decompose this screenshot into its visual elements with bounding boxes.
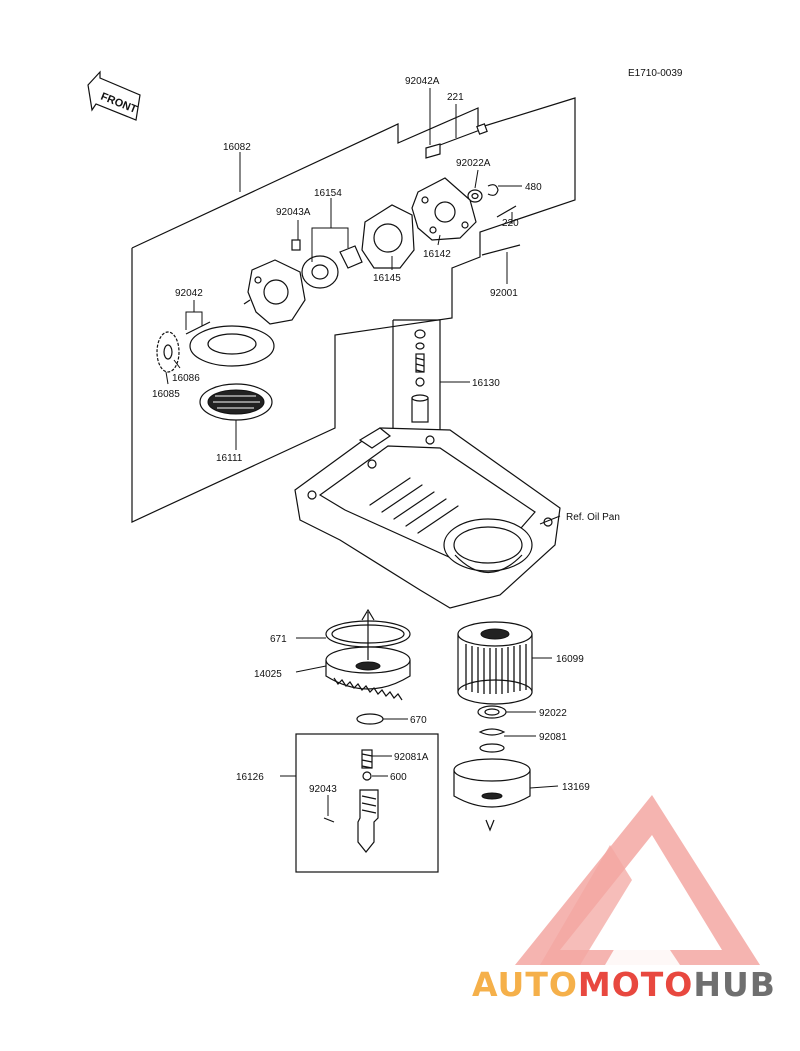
part-label-16086: 16086 xyxy=(172,373,200,384)
part-label-92042A: 92042A xyxy=(405,76,440,87)
leader-lines xyxy=(165,88,561,816)
part-label-92081: 92081 xyxy=(539,732,567,743)
part-label-92022A: 92022A xyxy=(456,158,491,169)
part-labels: 92042A 221 16082 92022A 480 16154 92043A… xyxy=(152,76,620,795)
oil-pump-parts xyxy=(156,123,521,421)
watermark-text-moto: MOTO xyxy=(578,965,693,1004)
watermark-text-hub: HUB xyxy=(693,965,776,1004)
part-label-16099: 16099 xyxy=(556,654,584,665)
part-label-92042: 92042 xyxy=(175,288,203,299)
part-label-16082: 16082 xyxy=(223,142,251,153)
oil-pan xyxy=(294,427,561,609)
filter-parts xyxy=(325,608,533,832)
part-label-16142: 16142 xyxy=(423,249,451,260)
bypass-valve-group xyxy=(295,733,439,873)
part-label-92081A: 92081A xyxy=(394,752,429,763)
part-label-92043A: 92043A xyxy=(276,207,311,218)
part-label-92001: 92001 xyxy=(490,288,518,299)
part-label-600: 600 xyxy=(390,772,407,783)
diagram-code: E1710-0039 xyxy=(628,68,683,79)
part-label-92043: 92043 xyxy=(309,784,337,795)
part-label-92022: 92022 xyxy=(539,708,567,719)
part-label-16130: 16130 xyxy=(472,378,500,389)
ref-oil-pan-note: Ref. Oil Pan xyxy=(566,512,620,523)
part-label-671: 671 xyxy=(270,634,287,645)
pump-assembly-outline xyxy=(131,97,576,523)
part-label-14025: 14025 xyxy=(254,669,282,680)
part-label-480: 480 xyxy=(525,182,542,193)
part-label-16154: 16154 xyxy=(314,188,342,199)
part-label-13169: 13169 xyxy=(562,782,590,793)
watermark-logo: AUTOMOTOHUB xyxy=(472,965,776,1004)
front-label: FRONT xyxy=(99,91,139,116)
relief-valve-group xyxy=(392,319,441,437)
part-label-16145: 16145 xyxy=(373,273,401,284)
watermark-text-auto: AUTO xyxy=(472,965,578,1004)
part-label-16126: 16126 xyxy=(236,772,264,783)
front-arrow-icon: FRONT xyxy=(87,70,141,121)
part-label-16111: 16111 xyxy=(216,453,243,464)
watermark-triangle-icon xyxy=(515,795,760,965)
part-label-16085: 16085 xyxy=(152,389,180,400)
part-label-220: 220 xyxy=(502,218,519,229)
part-label-221: 221 xyxy=(447,92,464,103)
part-label-670: 670 xyxy=(410,715,427,726)
svg-text:AUTOMOTOHUB: AUTOMOTOHUB xyxy=(472,965,776,1004)
